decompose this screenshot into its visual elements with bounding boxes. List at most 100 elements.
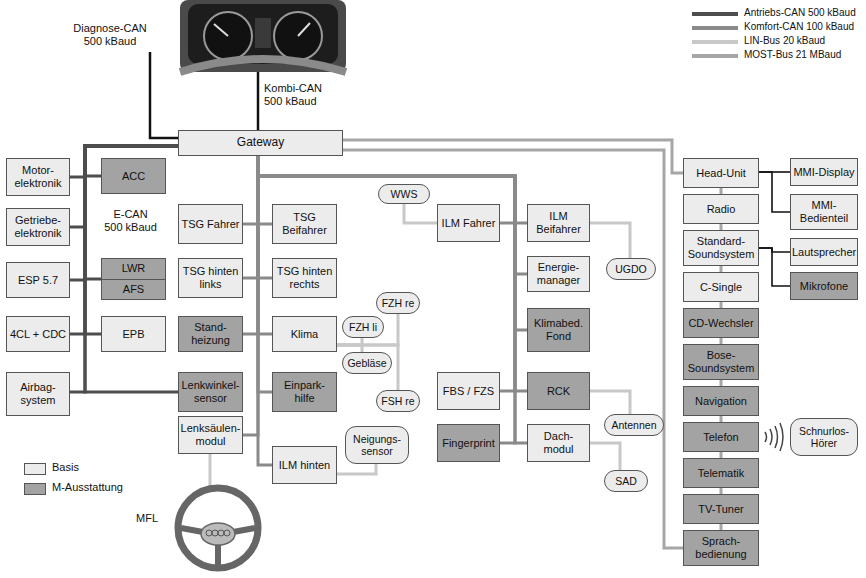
bus-line — [759, 172, 790, 212]
control-unit-box: Bose- Soundsystem — [683, 344, 759, 380]
unit-name: Antennen — [606, 419, 662, 431]
steering-wheel-rim — [180, 59, 346, 72]
legend-text: MOST-Bus 21 MBaud — [744, 49, 841, 61]
unit-name: Klima — [274, 328, 335, 341]
control-unit-box: Getriebe- elektronik — [6, 208, 70, 246]
control-unit-box: Motor- elektronik — [6, 158, 70, 196]
lin-line — [209, 454, 212, 486]
legend-text: M-Ausstattung — [52, 481, 123, 494]
control-unit-box: Dach- modul — [527, 424, 590, 462]
wheel-spoke — [215, 544, 221, 565]
control-unit-box: Airbag- system — [6, 372, 70, 416]
unit-name: Sprach- bedienung — [685, 535, 757, 560]
unit-name: Getriebe- elektronik — [8, 214, 68, 239]
control-unit-box: Radio — [683, 194, 759, 224]
unit-name: Fingerprint — [439, 437, 498, 450]
bus-label: MFL — [136, 512, 170, 525]
bus-label: E-CAN 500 kBaud — [103, 208, 158, 233]
bus-line — [258, 156, 527, 274]
control-unit-box: ILM Beifahrer — [527, 204, 590, 242]
control-unit-box: Telematik — [683, 458, 759, 488]
unit-name: Motor- elektronik — [8, 164, 68, 189]
unit-name: ILM Beifahrer — [529, 210, 588, 235]
control-unit-box: Einpark- hilfe — [272, 372, 337, 412]
unit-name: EPB — [103, 328, 164, 341]
unit-name: MMI- Bedienteil — [792, 199, 856, 224]
unit-name: Lautsprecher — [792, 246, 856, 259]
unit-name: SAD — [606, 475, 646, 487]
legend-text: LIN-Bus 20 kBaud — [744, 35, 825, 47]
control-unit-box: Klima — [272, 316, 337, 352]
control-unit-box: MMI-Display — [790, 158, 858, 186]
unit-name: Standard- Soundsystem — [685, 235, 757, 260]
unit-name: Lenkwinkel- sensor — [180, 379, 241, 404]
bus-line — [258, 156, 515, 391]
bus-line — [258, 156, 515, 443]
control-unit-box: Lenksäulen- modul — [178, 416, 243, 454]
control-unit-box: Head-Unit — [683, 158, 759, 188]
bus-label: Kombi-CAN 500 kBaud — [264, 82, 334, 107]
unit-name: TSG Fahrer — [180, 218, 241, 231]
rounded-box: FZH li — [342, 316, 384, 338]
unit-name: Head-Unit — [685, 167, 757, 180]
control-unit-box: TSG Fahrer — [178, 204, 243, 244]
unit-name: FSH re — [378, 395, 418, 407]
unit-name: RCK — [529, 385, 588, 398]
legend-text: Komfort-CAN 100 kBaud — [744, 21, 854, 33]
wave-arc — [775, 426, 778, 448]
control-unit-box: ILM hinten — [272, 446, 337, 484]
unit-name: Radio — [685, 203, 757, 216]
unit-name: ACC — [103, 170, 164, 183]
wave-arc — [770, 429, 772, 445]
logo-ring — [224, 530, 230, 536]
unit-name: Airbag- system — [8, 381, 68, 406]
unit-name: Stand- heizung — [180, 321, 241, 346]
bus-line — [337, 314, 398, 345]
bus-line — [258, 156, 272, 278]
rounded-box: UGDO — [606, 258, 656, 280]
control-unit-box: TSG hinten links — [178, 258, 243, 298]
rounded-box: FSH re — [376, 390, 420, 412]
wave-arc — [780, 423, 783, 451]
unit-name: ESP 5.7 — [8, 274, 68, 287]
unit-name: TSG hinten links — [180, 265, 241, 290]
gauge-needle — [298, 23, 310, 36]
control-unit-box: TSG Beifahrer — [272, 204, 337, 244]
bus-line — [337, 345, 398, 390]
control-unit-box: TV-Tuner — [683, 494, 759, 524]
unit-name: Lenksäulen- modul — [180, 422, 241, 447]
legend-swatch — [24, 463, 46, 475]
bus-label: Diagnose-CAN 500 kBaud — [70, 22, 150, 47]
control-unit-box: ILM Fahrer — [437, 204, 500, 242]
gauge-needle — [214, 24, 228, 36]
unit-name: UGDO — [608, 263, 654, 275]
control-unit-box: Lautsprecher — [790, 238, 858, 266]
bus-line — [258, 156, 527, 443]
legend-line-sample — [692, 40, 738, 44]
instrument-cluster — [180, 0, 346, 72]
wheel-hub — [201, 523, 235, 545]
control-unit-box: Lenkwinkel- sensor — [178, 372, 243, 412]
bus-line — [85, 146, 178, 334]
legend-line-sample — [692, 26, 738, 30]
control-unit-box: 4CL + CDC — [6, 316, 70, 352]
unit-name: Mikrofone — [792, 280, 856, 293]
bus-line — [258, 156, 272, 224]
unit-name: Energie- manager — [529, 261, 588, 286]
control-unit-box: Energie- manager — [527, 256, 590, 292]
unit-name: FZH re — [378, 297, 418, 309]
unit-name: Dach- modul — [529, 430, 588, 455]
wheel-spoke — [233, 528, 255, 532]
unit-name: Bose- Soundsystem — [685, 349, 757, 374]
bus-line — [337, 464, 376, 474]
bus-line — [258, 156, 272, 334]
control-unit-box: C-Single — [683, 272, 759, 302]
bus-line — [343, 150, 683, 548]
unit-name: Einpark- hilfe — [274, 379, 335, 404]
kombi-can-line — [257, 72, 260, 130]
rounded-box: FZH re — [376, 292, 420, 314]
unit-name: ILM hinten — [274, 459, 335, 472]
unit-name: Telefon — [685, 431, 757, 444]
